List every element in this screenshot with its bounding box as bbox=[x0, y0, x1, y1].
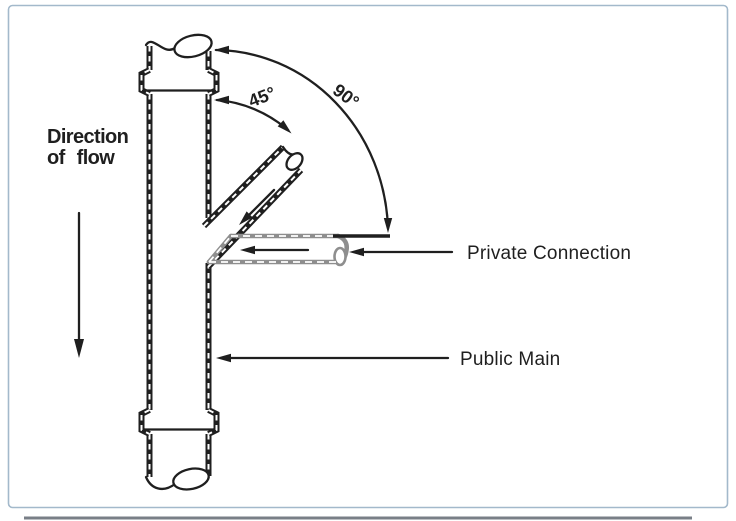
arrowhead-left-icon bbox=[349, 247, 364, 257]
pipe-break-top bbox=[144, 33, 213, 59]
arrowhead-diagonal-icon bbox=[277, 120, 292, 134]
angle-90-arc bbox=[214, 45, 393, 233]
flow-direction-arrow bbox=[74, 211, 84, 358]
arrowhead-down-icon bbox=[74, 339, 84, 358]
branch-flow-arrow bbox=[239, 188, 276, 225]
bell-joint-top bbox=[142, 70, 217, 94]
private-pipe-bell-end bbox=[333, 246, 347, 267]
branch-pipe-45 bbox=[204, 147, 306, 267]
arrowhead-left-icon bbox=[214, 45, 229, 55]
arrowhead-down-icon bbox=[383, 218, 393, 233]
direction-of-flow: Direction of flow bbox=[47, 126, 129, 358]
arrowhead-left-icon bbox=[214, 95, 229, 105]
pipe-break-bottom bbox=[144, 467, 210, 491]
branch-break-loop bbox=[285, 152, 304, 171]
public-main-label: Public Main bbox=[460, 349, 560, 370]
direction-of-flow-label-line1: Direction bbox=[47, 126, 128, 148]
direction-of-flow-label-line2: of flow bbox=[47, 147, 115, 169]
angle-45-arc bbox=[214, 95, 292, 134]
private-pipe-flow-arrow bbox=[240, 245, 310, 255]
private-connection-pipe-90 bbox=[209, 236, 347, 267]
callout-public-main: Public Main bbox=[216, 349, 560, 370]
private-connection-label: Private Connection bbox=[467, 243, 631, 264]
figure-frame-border bbox=[7, 4, 729, 509]
arrowhead-left-icon bbox=[216, 353, 231, 363]
bell-joint-bottom bbox=[142, 410, 217, 434]
callout-private-connection: Private Connection bbox=[349, 243, 631, 264]
